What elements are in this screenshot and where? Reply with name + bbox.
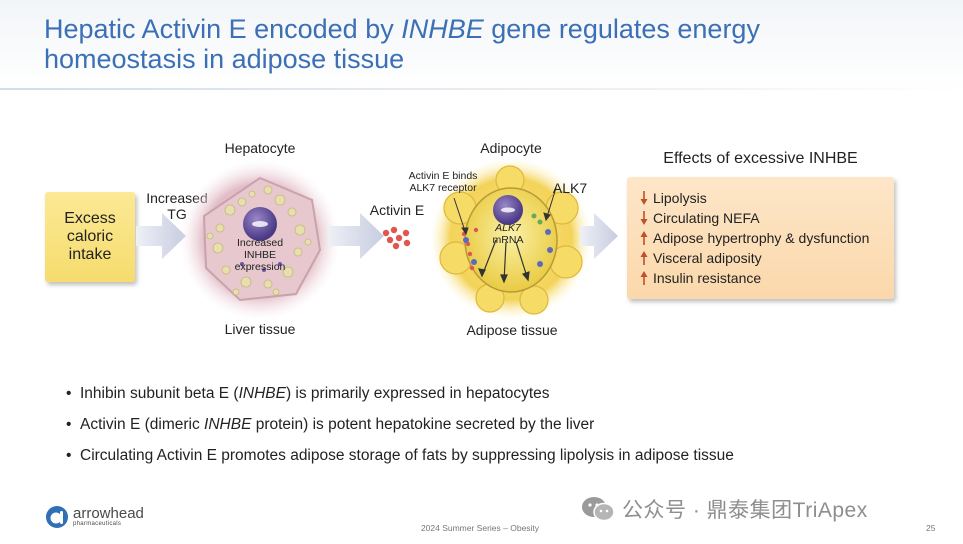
effect-text: Insulin resistance [653, 270, 762, 286]
bullet-text-ital: INHBE [238, 385, 286, 402]
flow-arrow-2 [328, 213, 384, 259]
adipocyte-label: Adipocyte [480, 140, 542, 156]
intake-line3: intake [68, 246, 112, 263]
bullet-item: Circulating Activin E promotes adipose s… [64, 447, 924, 478]
bullet-text-ital: INHBE [204, 416, 252, 433]
arrowhead-logo-icon [46, 506, 68, 528]
footer-series: 2024 Summer Series – Obesity [420, 523, 540, 533]
intake-line2: caloric [66, 228, 114, 245]
binds-line2: ALK7 receptor [409, 182, 477, 194]
title-line1-post: gene regulates energy [483, 14, 760, 44]
alk7-mrna-label: ALK7 mRNA [486, 222, 530, 246]
title-line1-pre: Hepatic Activin E encoded by [44, 14, 402, 44]
flow-arrow-1 [136, 213, 186, 259]
down-arrow-icon [640, 191, 648, 205]
title-line1-gene: INHBE [401, 14, 484, 44]
inhbe-line3: expression [234, 261, 286, 273]
bullet-item: Inhibin subunit beta E (INHBE) is primar… [64, 385, 924, 416]
effect-row: Lipolysis [639, 188, 894, 208]
page-number: 25 [926, 523, 936, 533]
effects-title: Effects of excessive INHBE [663, 150, 858, 167]
adipose-tissue-label: Adipose tissue [466, 322, 558, 338]
effect-text: Visceral adiposity [653, 250, 762, 266]
activin-binds-alk7-label: Activin E binds ALK7 receptor [398, 170, 488, 194]
effect-text: Adipose hypertrophy & dysfunction [653, 230, 870, 246]
liver-tissue-label: Liver tissue [224, 321, 296, 337]
effect-row: Circulating NEFA [639, 208, 894, 228]
bullet-text-pre: Activin E (dimeric [80, 416, 205, 433]
up-arrow-icon [640, 271, 648, 285]
title-line2: homeostasis in adipose tissue [44, 44, 405, 74]
down-arrow-icon [640, 211, 648, 225]
inhbe-line2: INHBE [243, 249, 277, 261]
adipocyte-illustration [430, 158, 592, 320]
effect-row: Visceral adiposity [639, 248, 894, 268]
intake-line1: Excess [64, 210, 116, 227]
hepatocyte-label: Hepatocyte [224, 140, 296, 156]
bullet-text-post: protein) is potent hepatokine secreted b… [251, 416, 595, 433]
effect-text: Lipolysis [653, 190, 707, 206]
activin-e-label: Activin E [369, 202, 425, 218]
up-arrow-icon [640, 231, 648, 245]
effect-text: Circulating NEFA [653, 210, 760, 226]
bullet-item: Activin E (dimeric INHBE protein) is pot… [64, 416, 924, 447]
watermark: 公众号 · 鼎泰集团TriApex [580, 494, 868, 524]
hepatocyte-illustration [180, 160, 340, 320]
alk7-mrna-line2: mRNA [492, 234, 524, 246]
logo-name: arrowhead [73, 505, 144, 522]
inhbe-line1: Increased [236, 237, 284, 249]
up-arrow-icon [640, 251, 648, 265]
effect-row: Adipose hypertrophy & dysfunction [639, 228, 894, 248]
increased-tg-line2: TG [167, 206, 187, 222]
alk7-receptor-label: ALK7 [552, 180, 588, 196]
alk7-mrna-line1: ALK7 [495, 222, 521, 234]
bullet-text-post: ) is primarily expressed in hepatocytes [285, 385, 550, 402]
watermark-text: 公众号 · 鼎泰集团TriApex [622, 499, 868, 522]
wechat-icon [582, 497, 615, 522]
excess-caloric-intake-box: Excess caloric intake [45, 192, 135, 282]
bullet-text-pre: Inhibin subunit beta E ( [80, 385, 239, 402]
binds-line1: Activin E binds [408, 170, 478, 182]
logo-subtitle: pharmaceuticals [73, 521, 122, 527]
flow-arrow-3 [580, 213, 618, 259]
arrowhead-logo: arrowhead pharmaceuticals [45, 505, 144, 529]
title-band [0, 0, 963, 90]
activin-e-molecules [382, 226, 411, 250]
slide-title: Hepatic Activin E encoded by INHBE gene … [44, 14, 924, 74]
effect-row: Insulin resistance [639, 268, 894, 288]
title-divider [0, 88, 963, 90]
bullet-list: Inhibin subunit beta E (INHBE) is primar… [64, 385, 924, 478]
bullet-text-pre: Circulating Activin E promotes adipose s… [80, 447, 734, 464]
increased-inhbe-expression-label: Increased INHBE expression [224, 237, 296, 273]
